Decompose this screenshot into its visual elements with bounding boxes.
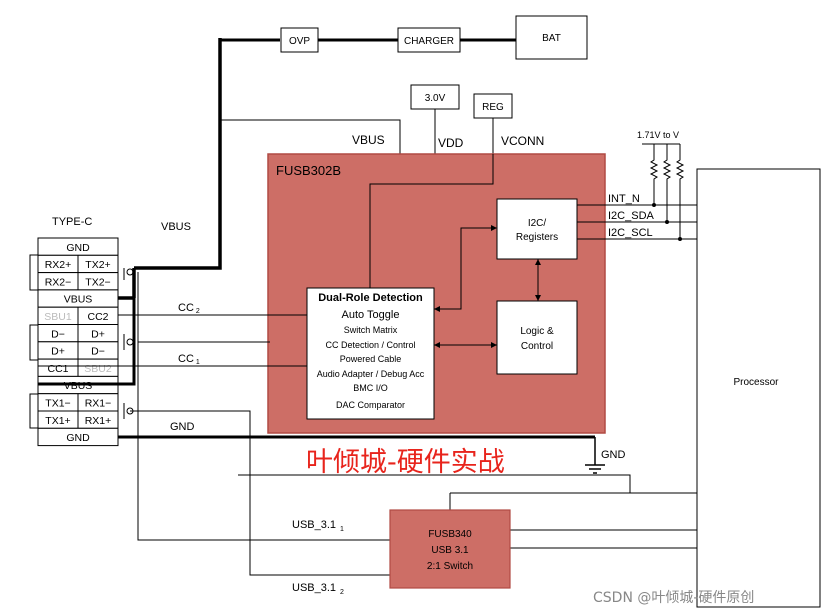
fusb302b-title: FUSB302B bbox=[276, 163, 341, 178]
connector-pin-label: TX2− bbox=[85, 276, 110, 288]
svg-text:CC2: CC2 bbox=[178, 302, 200, 315]
connector-pin-label: D+ bbox=[51, 346, 65, 358]
svg-text:REG: REG bbox=[482, 102, 504, 113]
connector-pin-label: D− bbox=[51, 328, 65, 340]
connector-pin-label: GND bbox=[66, 432, 90, 444]
connector-pin-label: RX1+ bbox=[85, 415, 112, 427]
gnd-label: GND bbox=[170, 421, 195, 433]
vconn-label: VCONN bbox=[501, 134, 544, 148]
connector-pin-label: TX1− bbox=[45, 398, 70, 410]
charger-block: CHARGER bbox=[397, 27, 461, 53]
regulator-block: REG bbox=[473, 93, 513, 119]
i2c-sda-label: I2C_SDA bbox=[608, 210, 655, 222]
usb31-2-label: USB_3.1 bbox=[292, 582, 336, 594]
supply-3v0: 3.0V bbox=[410, 84, 460, 110]
svg-text:I2C/: I2C/ bbox=[528, 218, 547, 229]
connector-pin-label: D+ bbox=[91, 328, 105, 340]
watermark-text: 叶倾城-硬件实战 bbox=[306, 447, 505, 478]
svg-text:CC Detection / Control: CC Detection / Control bbox=[325, 340, 415, 350]
i2c-scl-label: I2C_SCL bbox=[608, 227, 653, 239]
vbus-left-label: VBUS bbox=[161, 221, 191, 233]
svg-text:USB_3.12: USB_3.12 bbox=[292, 582, 344, 596]
svg-text:Registers: Registers bbox=[516, 232, 558, 243]
connector-pin-label: VBUS bbox=[64, 294, 93, 306]
ovp-block: OVP bbox=[280, 27, 319, 53]
vbus-top-label: VBUS bbox=[352, 133, 385, 147]
logic-control-block: Logic & Control bbox=[496, 300, 578, 375]
connector-pin-label: VBUS bbox=[64, 380, 93, 392]
cc2-label: CC bbox=[178, 302, 194, 314]
svg-text:Switch Matrix: Switch Matrix bbox=[344, 325, 398, 335]
connector-pin-label: D− bbox=[91, 346, 105, 358]
type-c-title: TYPE-C bbox=[52, 216, 92, 228]
connector-pin-label: RX2+ bbox=[45, 259, 72, 271]
svg-text:BMC I/O: BMC I/O bbox=[353, 383, 388, 393]
svg-text:FUSB340: FUSB340 bbox=[428, 529, 472, 540]
svg-text:Audio Adapter / Debug Acc: Audio Adapter / Debug Acc bbox=[317, 369, 425, 379]
vdd-label: VDD bbox=[438, 136, 464, 150]
svg-text:Logic &: Logic & bbox=[520, 326, 554, 337]
svg-text:CHARGER: CHARGER bbox=[404, 36, 454, 47]
svg-text:2:1 Switch: 2:1 Switch bbox=[427, 561, 473, 572]
svg-text:Powered Cable: Powered Cable bbox=[340, 354, 402, 364]
svg-text:3.0V: 3.0V bbox=[425, 93, 446, 104]
dual-role-detection-block: Dual-Role Detection Auto Toggle Switch M… bbox=[306, 287, 435, 420]
svg-text:Processor: Processor bbox=[733, 377, 779, 388]
cc1-label: CC bbox=[178, 353, 194, 365]
processor-block: Processor bbox=[696, 168, 821, 608]
pullup-resistors: 1.71V to V bbox=[637, 130, 685, 241]
fusb340-chip: FUSB340 USB 3.1 2:1 Switch bbox=[389, 509, 511, 589]
connector-pin-label: CC1 bbox=[47, 363, 68, 375]
connector-pin-label: GND bbox=[66, 242, 90, 254]
battery-block: BAT bbox=[515, 15, 588, 60]
connector-pin-label: SBU2 bbox=[84, 363, 112, 375]
svg-text:BAT: BAT bbox=[542, 33, 561, 44]
svg-text:Auto Toggle: Auto Toggle bbox=[342, 309, 400, 321]
svg-text:OVP: OVP bbox=[289, 36, 310, 47]
int-n-label: INT_N bbox=[608, 193, 640, 205]
i2c-registers-block: I2C/ Registers bbox=[496, 198, 578, 260]
svg-text:CC1: CC1 bbox=[178, 353, 200, 366]
connector-pin-label: CC2 bbox=[87, 311, 108, 323]
connector-pin-label: SBU1 bbox=[44, 311, 72, 323]
svg-text:USB_3.11: USB_3.11 bbox=[292, 519, 344, 533]
svg-text:USB 3.1: USB 3.1 bbox=[431, 545, 469, 556]
csdn-credit: CSDN @叶倾城-硬件原创 bbox=[593, 590, 754, 606]
svg-text:Dual-Role Detection: Dual-Role Detection bbox=[318, 292, 423, 304]
gnd-right-label: GND bbox=[601, 449, 626, 461]
svg-text:DAC Comparator: DAC Comparator bbox=[336, 400, 405, 410]
connector-pin-label: TX2+ bbox=[85, 259, 110, 271]
connector-pin-label: RX1− bbox=[85, 398, 112, 410]
connector-pin-label: RX2− bbox=[45, 276, 72, 288]
usb31-1-label: USB_3.1 bbox=[292, 519, 336, 531]
connector-pin-label: TX1+ bbox=[45, 415, 70, 427]
svg-text:Control: Control bbox=[521, 341, 553, 352]
pullup-label: 1.71V to V bbox=[637, 130, 679, 140]
